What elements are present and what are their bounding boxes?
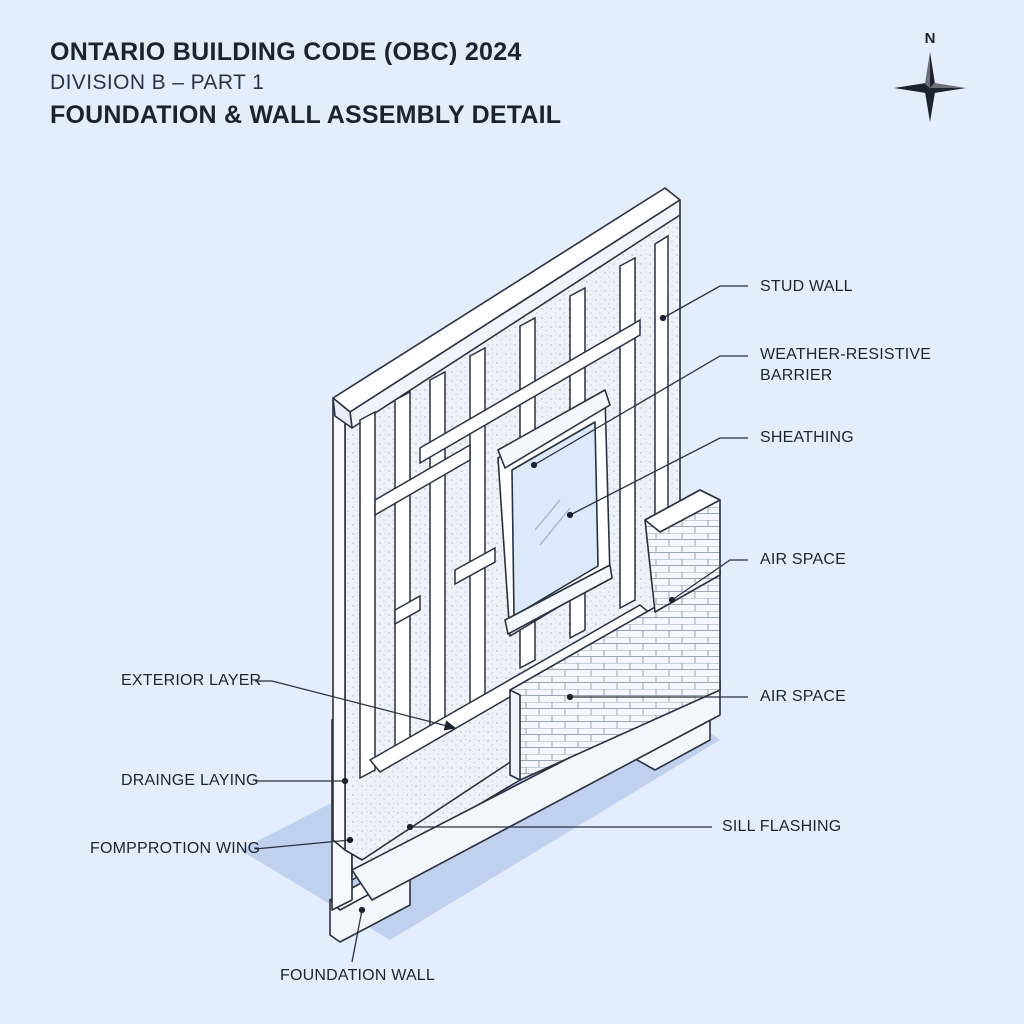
compass: N [890,30,970,130]
division-subtitle: DIVISION B – PART 1 [50,71,265,94]
label-air-space-lower: AIR SPACE [760,688,846,705]
label-sill-flashing: SILL FLASHING [722,818,842,835]
label-fompprotion-wing: FOMPPROTION WING [90,840,261,857]
label-drainage-laying: DRAINGE LAYING [121,772,259,789]
top-plate [332,187,681,429]
detail-title: FOUNDATION & WALL ASSEMBLY DETAIL [50,101,562,129]
leader-lines [254,285,748,963]
brick-veneer [509,489,721,781]
label-barrier: BARRIER [760,367,833,384]
north-label: N [924,30,936,47]
code-title: ONTARIO BUILDING CODE (OBC) 2024 [50,38,522,66]
label-sheathing: SHEATHING [760,429,854,446]
title-block: ONTARIO BUILDING CODE (OBC) 2024 DIVISIO… [50,36,561,132]
label-air-space-upper: AIR SPACE [760,551,846,568]
label-foundation-wall: FOUNDATION WALL [280,967,436,984]
compass-rose-icon [894,52,966,122]
label-weather-resistive: WEATHER-RESISTIVE [760,346,932,363]
label-exterior-layer: EXTERIOR LAYER [121,672,262,689]
window [497,389,613,637]
label-stud-wall: STUD WALL [760,278,853,295]
